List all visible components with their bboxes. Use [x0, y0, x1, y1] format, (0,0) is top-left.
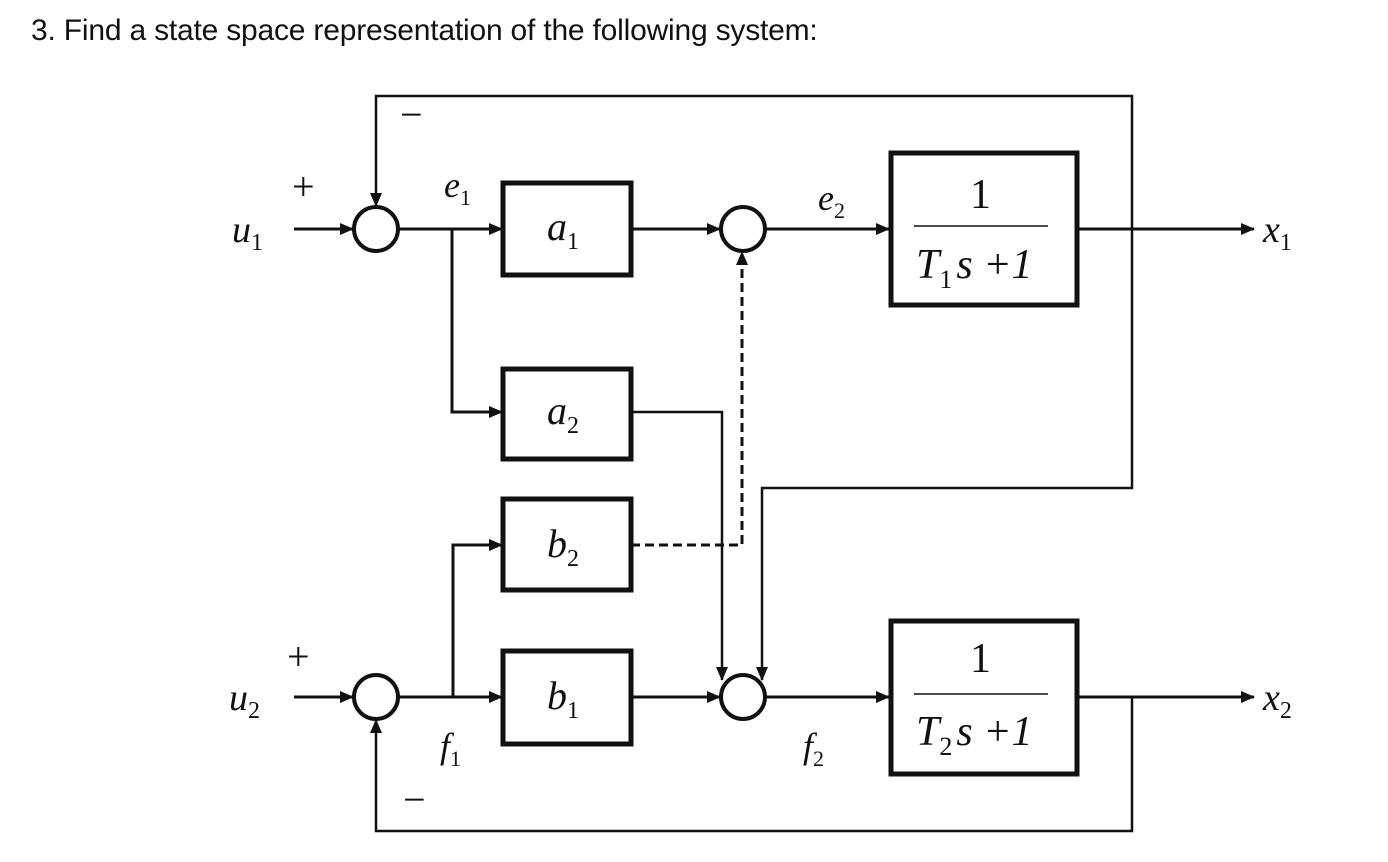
sum4-minus-sign: − — [403, 777, 426, 822]
block-g1 — [888, 150, 1080, 308]
x2-label: x2 — [1262, 677, 1292, 724]
u1-label: u1 — [232, 209, 263, 256]
problem-title: 3. Find a state space representation of … — [31, 14, 818, 47]
b1-label: b1 — [547, 673, 579, 724]
block-a2 — [500, 366, 634, 462]
f1-label: f1 — [440, 726, 461, 771]
x1-feedback-to-sum3 — [756, 229, 1134, 681]
a2-label: a2 — [547, 388, 579, 439]
sum1-plus-sign: + — [292, 164, 315, 209]
sum-junction-2 — [719, 205, 767, 253]
block-b2 — [500, 496, 634, 593]
f1-branch-to-b2 — [451, 539, 503, 697]
sum4-plus-sign: + — [287, 634, 310, 679]
u2-label: u2 — [229, 677, 260, 724]
g2-denominator: T2s +1 — [916, 709, 1033, 761]
block-g2 — [888, 618, 1080, 777]
a1-label: a1 — [547, 204, 579, 255]
e1-label: e1 — [444, 165, 471, 210]
e1-branch-to-a2 — [450, 229, 503, 418]
b2-label: b2 — [547, 521, 579, 572]
g1-numerator: 1 — [970, 172, 991, 218]
g2-numerator: 1 — [970, 636, 991, 682]
x2-feedback-to-sum4 — [370, 697, 1134, 833]
sum-junction-4 — [352, 673, 400, 721]
block-b1 — [500, 648, 634, 747]
b2-dashed-to-sum2 — [631, 251, 748, 547]
x1-feedback-to-sum1 — [370, 94, 1134, 229]
sum-junction-1 — [352, 205, 400, 253]
a2-output-line — [631, 410, 728, 681]
block-a1 — [500, 180, 634, 278]
x1-label: x1 — [1262, 209, 1292, 256]
g1-denominator: T1s +1 — [916, 242, 1033, 294]
e2-label: e2 — [818, 178, 845, 223]
f2-label: f2 — [803, 726, 824, 771]
sum1-minus-sign: − — [400, 92, 423, 137]
sum-junction-3 — [719, 673, 767, 721]
